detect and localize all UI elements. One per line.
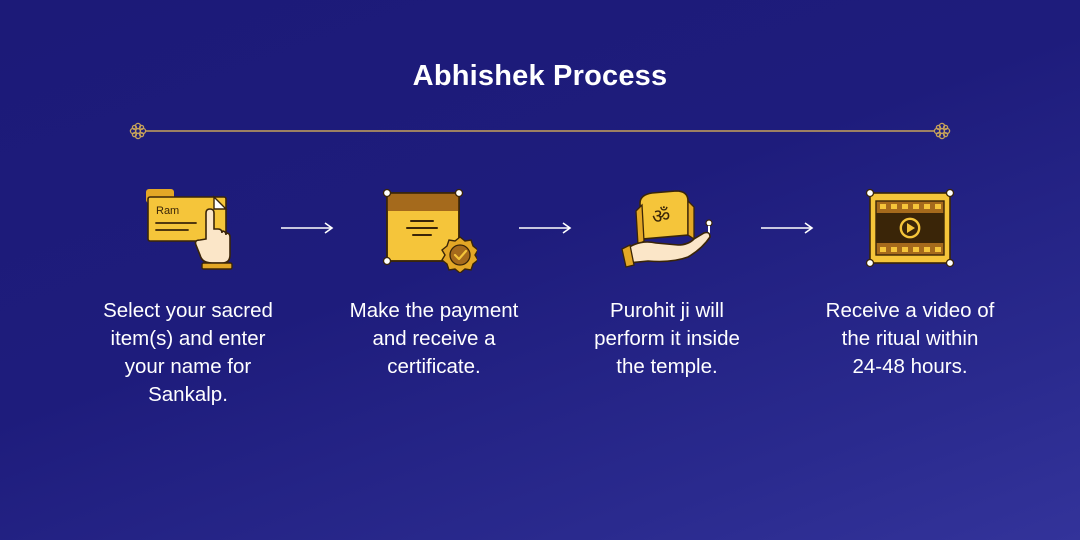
step-2-description: Make the payment and receive a certifica… xyxy=(319,297,549,381)
step-1-line: your name for xyxy=(124,355,252,378)
step-2-line: certificate. xyxy=(387,355,481,378)
step-2-line: Make the payment xyxy=(349,299,519,322)
arrow-right-icon xyxy=(281,222,334,234)
step-1-line: Sankalp. xyxy=(148,383,228,406)
scroll-name-text: Ram xyxy=(156,205,179,217)
step-4-description: Receive a video of the ritual within 24-… xyxy=(795,297,1025,381)
step-1-description: Select your sacred item(s) and enter you… xyxy=(73,297,303,409)
svg-text:ॐ: ॐ xyxy=(652,204,670,228)
arrow-right-icon xyxy=(519,222,572,234)
flower-ornament-left-icon xyxy=(129,122,147,140)
step-1-line: Select your sacred xyxy=(103,299,273,322)
step-2-line: and receive a xyxy=(372,327,496,350)
step-1-line: item(s) and enter xyxy=(110,327,266,350)
step-4-line: Receive a video of xyxy=(825,299,995,322)
step-3-description: Purohit ji will perform it inside the te… xyxy=(552,297,782,381)
certificate-badge-icon xyxy=(382,188,477,273)
step-3-line: perform it inside xyxy=(594,327,740,350)
ornamental-divider xyxy=(129,122,951,140)
arrow-right-icon xyxy=(761,222,814,234)
step-4-line: 24-48 hours. xyxy=(852,355,968,378)
page-title: Abhishek Process xyxy=(412,60,668,92)
step-3-line: Purohit ji will xyxy=(610,299,724,322)
step-3-line: the temple. xyxy=(616,355,718,378)
video-film-play-icon xyxy=(865,188,955,268)
om-scripture-hand-icon: ॐ xyxy=(621,190,713,268)
flower-ornament-right-icon xyxy=(933,122,951,140)
step-4-line: the ritual within xyxy=(841,327,979,350)
name-scroll-hand-icon: Ram xyxy=(146,189,233,270)
